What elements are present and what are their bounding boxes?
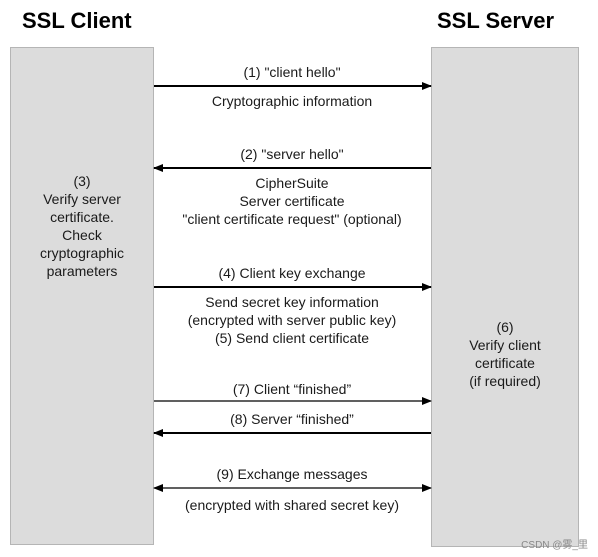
server-title: SSL Server <box>437 8 555 33</box>
message-detail: "client certificate request" (optional) <box>182 211 402 227</box>
client-note: (3) Verify server certificate. Check cry… <box>11 172 153 280</box>
server-note-line: (if required) <box>469 373 541 389</box>
message-detail: (encrypted with shared secret key) <box>185 497 399 513</box>
client-title: SSL Client <box>22 8 132 33</box>
message-label: (8) Server “finished” <box>230 411 354 427</box>
server-note-line: Verify client <box>469 337 541 353</box>
server-note-line: (6) <box>496 319 514 335</box>
client-note-line: (3) <box>73 173 91 189</box>
message-detail: (encrypted with server public key) <box>187 312 397 328</box>
message-label: (2) "server hello" <box>240 146 344 162</box>
server-note-line: certificate <box>475 355 535 371</box>
client-lifeline: (3) Verify server certificate. Check cry… <box>10 47 154 545</box>
message-detail: CipherSuite <box>255 175 329 191</box>
message-detail: Send secret key information <box>205 294 379 310</box>
server-lifeline: (6) Verify client certificate (if requir… <box>431 47 579 547</box>
server-note: (6) Verify client certificate (if requir… <box>432 318 578 390</box>
client-note-line: Verify server <box>43 191 121 207</box>
message-detail: (5) Send client certificate <box>214 330 370 346</box>
watermark: CSDN @雾_里 <box>521 540 588 551</box>
message-detail: Cryptographic information <box>211 93 373 109</box>
message-label: (1) "client hello" <box>243 64 341 80</box>
client-note-line: Check <box>62 227 102 243</box>
message-label: (9) Exchange messages <box>216 466 368 482</box>
message-label: (4) Client key exchange <box>218 265 366 281</box>
client-note-line: parameters <box>46 263 118 279</box>
client-note-line: cryptographic <box>39 245 125 261</box>
message-label: (7) Client “finished” <box>232 381 352 397</box>
client-note-line: certificate. <box>50 209 114 225</box>
message-detail: Server certificate <box>239 193 345 209</box>
